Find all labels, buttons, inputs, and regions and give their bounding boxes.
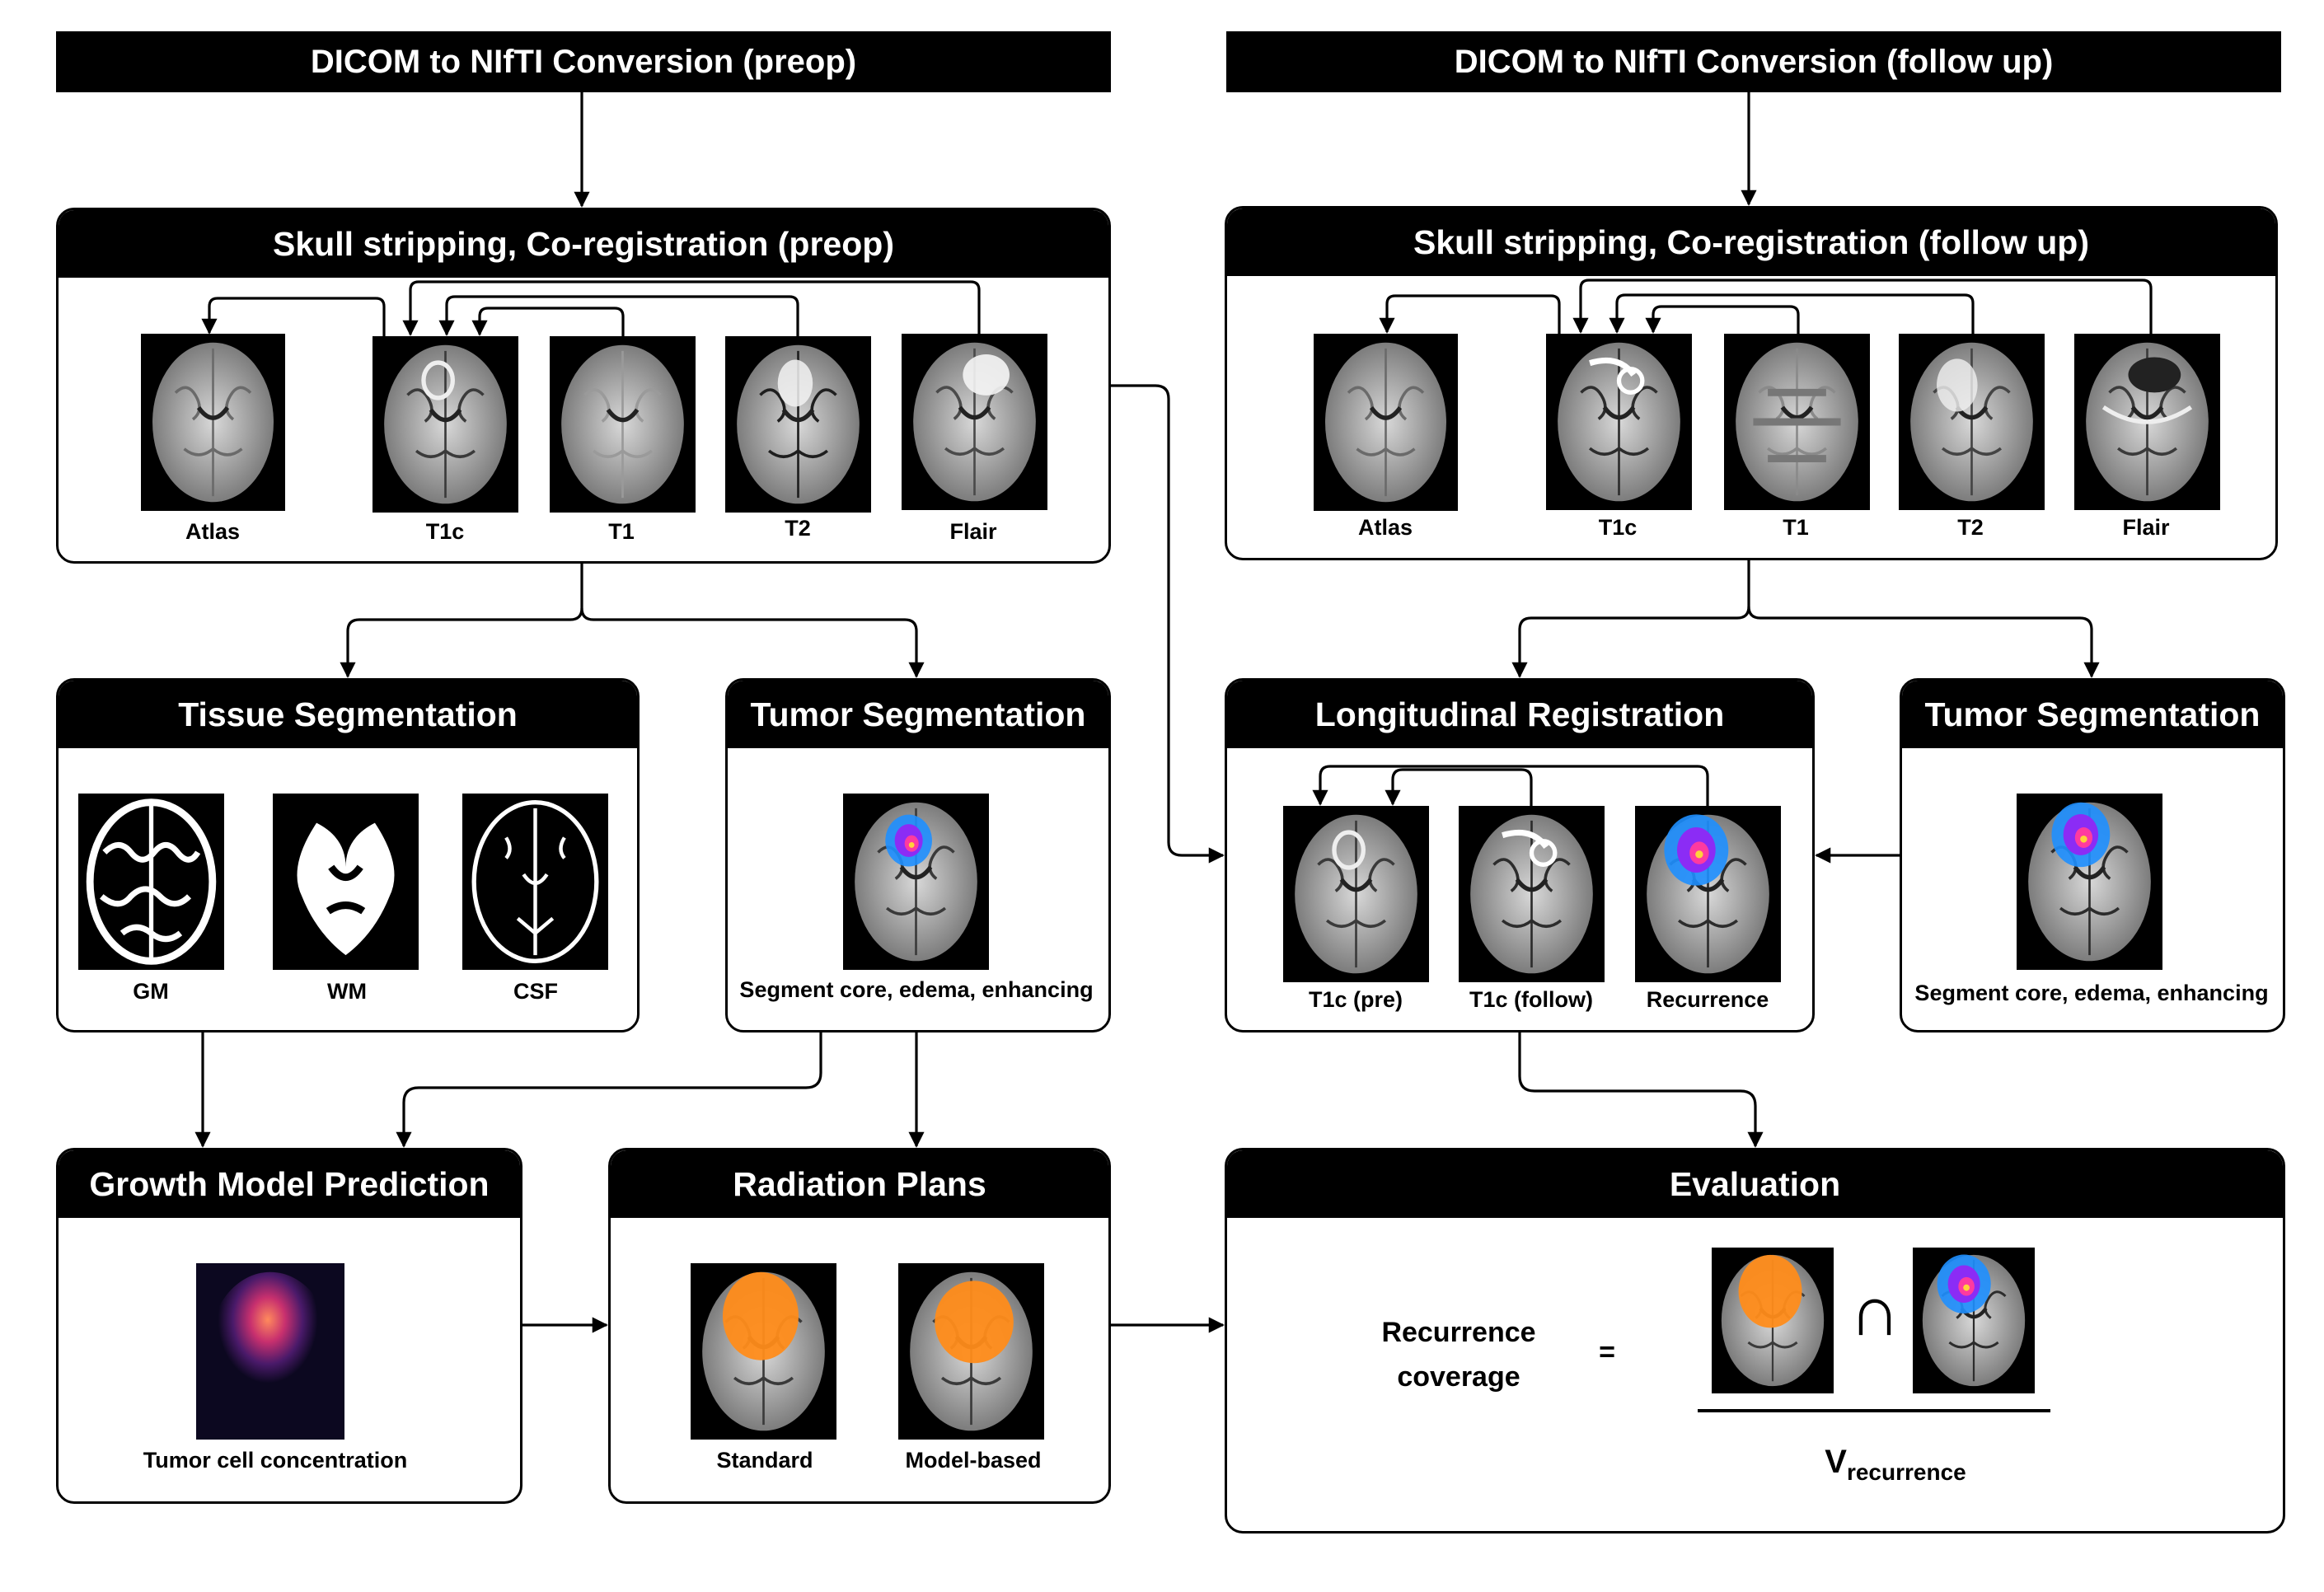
tumor-seg-followup-image (2017, 794, 2162, 970)
standard-plan-image (691, 1263, 836, 1440)
arrow (396, 1032, 822, 1148)
caption-t1: T1 (1783, 515, 1809, 540)
panel-title: Growth Model Prediction (59, 1150, 520, 1218)
flair-image (2074, 334, 2220, 510)
recurrence-image (1635, 806, 1781, 982)
arrow (1511, 560, 1750, 678)
caption-gm: GM (133, 979, 169, 1004)
header-followup-conversion: DICOM to NIfTI Conversion (follow up) (1226, 31, 2281, 92)
panel-title: Tumor Segmentation (728, 681, 1108, 748)
caption-t1: T1 (608, 519, 635, 544)
t2-image (725, 336, 871, 513)
caption-flair: Flair (2122, 515, 2170, 540)
atlas-image (141, 334, 285, 511)
panel-title: Evaluation (1227, 1150, 2283, 1218)
arrow (580, 607, 925, 678)
panel-title: Longitudinal Registration (1227, 681, 1812, 748)
caption-wm: WM (327, 979, 367, 1004)
flair-image (902, 334, 1047, 510)
t1c-follow-image (1459, 806, 1605, 982)
t1c-image (1546, 334, 1692, 510)
gm-image (78, 794, 224, 970)
tumor-concentration-image (196, 1263, 344, 1440)
caption-segment: Segment core, edema, enhancing (1914, 981, 2269, 1005)
plan-overlay-image (1712, 1248, 1834, 1393)
wm-image (273, 794, 419, 970)
caption-t2: T2 (785, 516, 811, 541)
t2-image (1899, 334, 2045, 510)
arrow (1747, 606, 2100, 678)
denominator: Vrecurrence (1825, 1444, 1966, 1485)
intersection-symbol: ∩ (1849, 1271, 1900, 1351)
caption-segment: Segment core, edema, enhancing (739, 977, 1094, 1002)
caption-standard: Standard (716, 1448, 813, 1473)
caption-atlas: Atlas (1357, 515, 1413, 540)
t1c-image (372, 336, 518, 513)
fraction-bar (1698, 1409, 2050, 1412)
atlas-image (1314, 334, 1458, 511)
caption-flair: Flair (949, 519, 997, 544)
caption-recurrence: Recurrence (1646, 987, 1769, 1012)
caption-model-based: Model-based (905, 1448, 1042, 1473)
panel-title: Skull stripping, Co-registration (follow… (1227, 208, 2275, 276)
caption-concentration: Tumor cell concentration (143, 1448, 408, 1473)
arrow (1518, 1032, 1764, 1148)
caption-atlas: Atlas (185, 519, 241, 544)
t1-image (550, 336, 696, 513)
equals-sign: = (1599, 1337, 1615, 1368)
arrow (1111, 384, 1225, 864)
caption-t1c: T1c (1598, 515, 1638, 540)
recurrence-coverage-label: Recurrence coverage (1381, 1317, 1536, 1393)
caption-csf: CSF (513, 979, 558, 1004)
caption-t1c: T1c (425, 519, 465, 544)
header-preop-conversion: DICOM to NIfTI Conversion (preop) (56, 31, 1111, 92)
t1-image (1724, 334, 1870, 510)
denominator-subscript: recurrence (1846, 1459, 1966, 1485)
caption-t2: T2 (1957, 515, 1984, 540)
panel-title: Tumor Segmentation (1902, 681, 2283, 748)
csf-image (462, 794, 608, 970)
panel-title: Tissue Segmentation (59, 681, 637, 748)
tumor-seg-image (843, 794, 989, 970)
caption-t1c-follow: T1c (follow) (1469, 987, 1593, 1012)
arrow (340, 564, 583, 678)
panel-title: Skull stripping, Co-registration (preop) (59, 210, 1108, 278)
recurrence-overlay-image (1913, 1248, 2035, 1393)
t1c-pre-image (1283, 806, 1429, 982)
caption-t1c-pre: T1c (pre) (1308, 987, 1403, 1012)
model-based-plan-image (898, 1263, 1044, 1440)
panel-tumor-segmentation-followup: Tumor Segmentation (1900, 678, 2285, 1032)
panel-title: Radiation Plans (611, 1150, 1108, 1218)
